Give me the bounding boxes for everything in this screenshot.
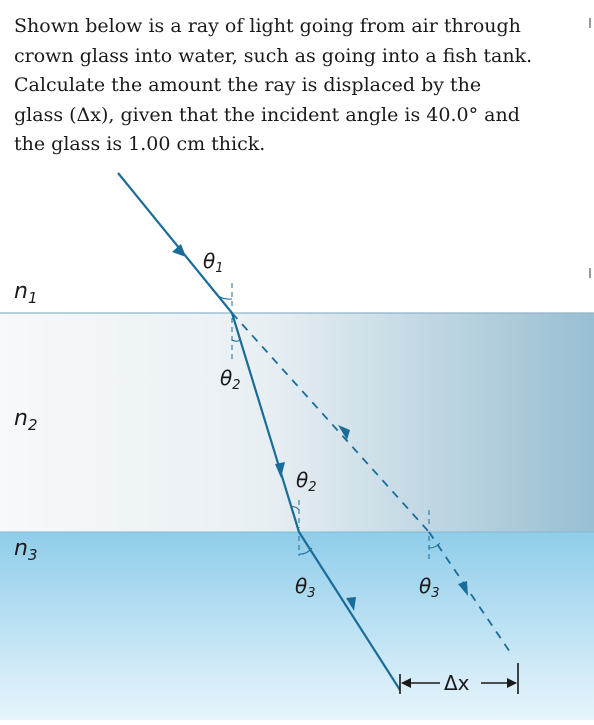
theta2-arc-bottom [290, 506, 300, 511]
problem-line-4: glass (Δx), given that the incident angl… [14, 101, 586, 131]
refraction-figure: n1 n2 n3 θ1 θ2 θ2 θ3 θ3 Δx [0, 165, 594, 720]
dashed-ray-arrowhead-1 [338, 425, 350, 440]
problem-line-4-pre: glass [14, 103, 70, 126]
theta3-label-right: θ3 [419, 574, 440, 601]
water-ray [298, 531, 401, 691]
n2-label: n2 [14, 406, 38, 434]
delta-x-label: Δx [444, 671, 470, 695]
margin-mark [589, 18, 591, 28]
theta1-label: θ1 [203, 249, 224, 276]
incident-ray [117, 172, 233, 314]
theta2-label-bottom: θ2 [296, 468, 317, 495]
incident-arrowhead [172, 244, 186, 257]
n3-label: n3 [14, 536, 38, 564]
delta-x-arrowhead-left [401, 678, 411, 688]
problem-line-5: the glass is 1.00 cm thick. [14, 133, 266, 155]
problem-line-4-tail: and [478, 103, 520, 126]
theta2-label-top: θ2 [220, 366, 241, 393]
glass-ray [230, 312, 301, 533]
dashed-undeviated-ray [231, 312, 430, 533]
theta3-arc-right [428, 542, 441, 549]
problem-line-3: Calculate the amount the ray is displace… [14, 74, 482, 96]
glass-slab [0, 313, 594, 532]
problem-line-4-post: , given that the incident angle is [108, 103, 427, 126]
dashed-water-ray [428, 531, 513, 656]
glass-ray-arrowhead [275, 462, 285, 478]
delta-x-math: (Δx) [69, 103, 109, 126]
water-ray-arrowhead [346, 597, 356, 611]
theta1-arc [215, 293, 233, 300]
refraction-diagram: n1 n2 n3 θ1 θ2 θ2 θ3 θ3 Δx [0, 172, 594, 720]
margin-mark [589, 268, 591, 278]
dashed-ray-arrowhead-2 [458, 581, 468, 596]
delta-x-arrowhead-right [507, 678, 517, 688]
incident-angle-value: 40.0° [426, 103, 479, 126]
problem-line-1: Shown below is a ray of light going from… [14, 15, 521, 37]
water-region [0, 532, 594, 720]
theta3-label-left: θ3 [295, 574, 316, 601]
problem-statement: Shown below is a ray of light going from… [14, 12, 586, 160]
n1-label: n1 [14, 279, 38, 307]
problem-line-2: crown glass into water, such as going in… [14, 44, 533, 67]
